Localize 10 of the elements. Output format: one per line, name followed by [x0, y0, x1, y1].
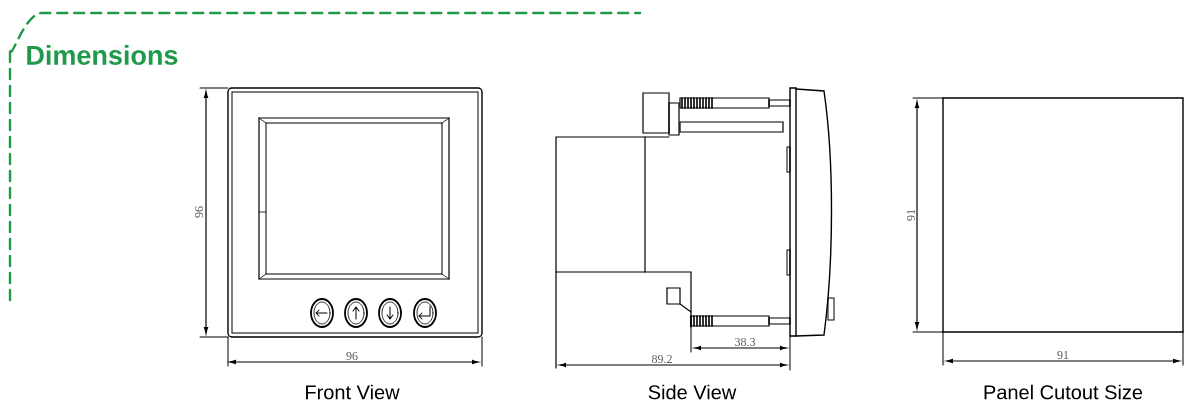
dimension-label: 96: [194, 206, 204, 218]
dimension-label: 91: [906, 209, 916, 221]
view-caption: Panel Cutout Size: [984, 384, 1143, 400]
view-caption: Side View: [648, 384, 737, 400]
dimension-label: 38.3: [735, 337, 756, 347]
section-title: Dimensions: [27, 45, 178, 65]
dimension-label: 96: [346, 351, 358, 361]
view-caption: Front View: [306, 384, 400, 400]
dimension-label: 89.2: [652, 354, 672, 364]
dimension-label: 91: [1057, 350, 1069, 360]
